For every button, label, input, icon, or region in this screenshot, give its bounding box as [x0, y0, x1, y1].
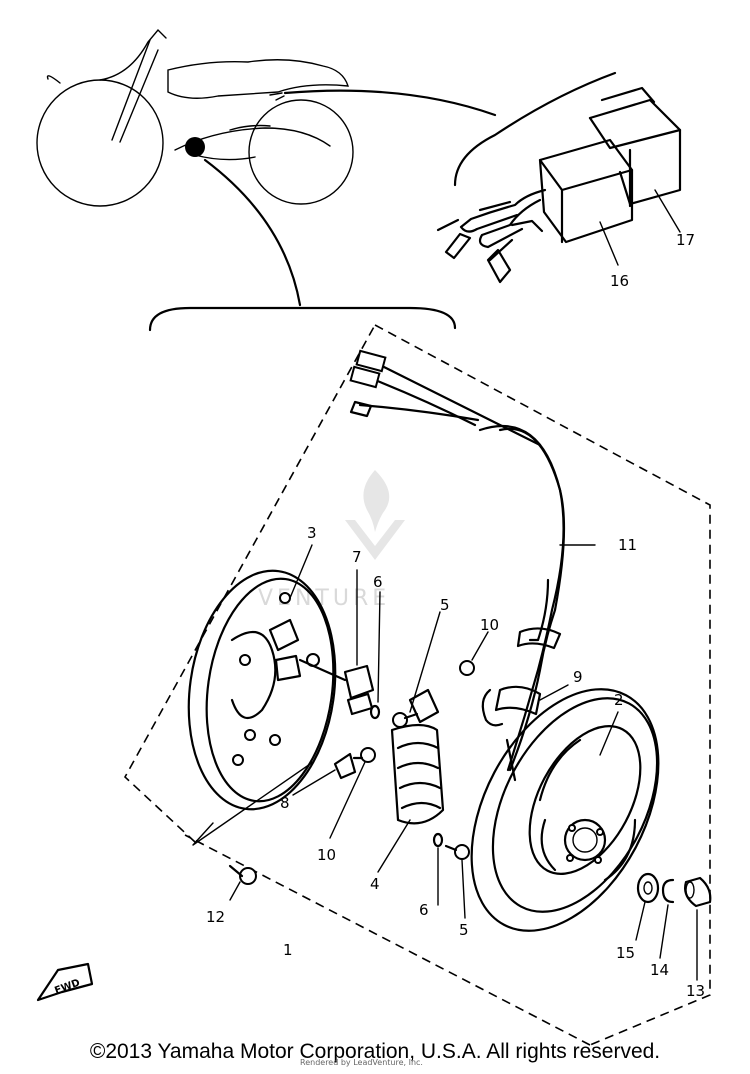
callout-6-upper: 6 [373, 573, 383, 591]
callout-15: 15 [616, 944, 635, 962]
callout-7: 7 [352, 548, 362, 566]
ignition-coil [588, 86, 682, 208]
callout-13: 13 [686, 982, 705, 1000]
callout-3: 3 [307, 524, 317, 542]
callout-16: 16 [610, 272, 629, 290]
ignition-location-dot [185, 137, 205, 157]
callout-12: 12 [206, 908, 225, 926]
callout-14: 14 [650, 961, 669, 979]
screw-10-lower [352, 747, 376, 763]
callout-8: 8 [280, 794, 290, 812]
screw-10-upper [459, 660, 475, 676]
flywheel-rotor [470, 688, 660, 932]
copyright-footer: ©2013 Yamaha Motor Corporation, U.S.A. A… [89, 1040, 661, 1063]
callout-2: 2 [614, 691, 624, 709]
bracket-8 [333, 752, 357, 780]
callout-17: 17 [676, 231, 695, 249]
screw-12 [228, 864, 257, 885]
callout-1: 1 [283, 941, 293, 959]
callout-11: 11 [618, 536, 637, 554]
leader-lines [192, 544, 698, 981]
washer-6-lower [432, 832, 444, 848]
cdi-unit [436, 138, 634, 284]
fwd-arrow: FWD [36, 962, 94, 1002]
washer-6-upper [369, 704, 381, 720]
callout-10-lower: 10 [317, 846, 336, 864]
callout-9: 9 [573, 668, 583, 686]
watermark: VENTURE [258, 470, 405, 611]
callout-6-lower: 6 [419, 901, 429, 919]
motorcycle-outline [36, 28, 354, 207]
callout-5-lower: 5 [459, 921, 469, 939]
nut-13 [684, 876, 712, 908]
rendered-by-credit: Rendered by LeadVenture, Inc. [300, 1058, 423, 1067]
callout-10-upper: 10 [480, 616, 499, 634]
callout-numbers: 1 2 3 4 5 5 6 6 7 8 9 10 10 11 12 13 14 … [206, 231, 705, 1000]
source-coil [390, 688, 445, 825]
pickup-coil [298, 658, 375, 716]
fwd-label: FWD [53, 978, 81, 997]
watermark-text: VENTURE [258, 586, 390, 611]
wire-harness [349, 349, 566, 782]
callout-5-upper: 5 [440, 596, 450, 614]
washer-15 [636, 872, 660, 904]
clamp [481, 685, 542, 727]
lock-washer-14 [661, 878, 675, 904]
screw-5-lower [444, 844, 470, 860]
callout-4: 4 [370, 875, 380, 893]
